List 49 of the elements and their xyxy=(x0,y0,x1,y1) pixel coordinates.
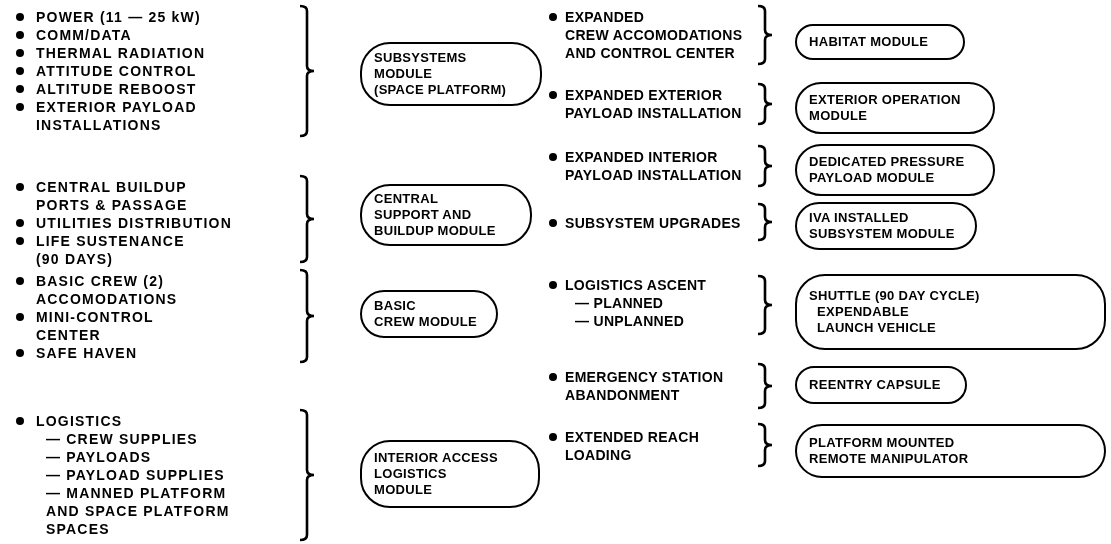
list-item: COMM/DATA xyxy=(36,26,132,44)
rounded-box xyxy=(360,184,532,246)
list-item: CENTRAL BUILDUP PORTS & PASSAGE xyxy=(36,178,188,214)
box-text: BASIC CREW MODULE xyxy=(374,298,478,330)
box-text: INTERIOR ACCESS LOGISTICS MODULE xyxy=(374,450,499,498)
rounded-box xyxy=(795,424,1106,478)
list-item: ATTITUDE CONTROL xyxy=(36,62,197,80)
list-item: POWER (11 — 25 kW) xyxy=(36,8,201,26)
rounded-box xyxy=(795,202,977,250)
rounded-box xyxy=(795,24,965,60)
box-text: PLATFORM MOUNTED REMOTE MANIPULATOR xyxy=(809,435,970,467)
list-item: BASIC CREW (2) ACCOMODATIONS xyxy=(36,272,178,308)
list-item: EXPANDED INTERIOR PAYLOAD INSTALLATION xyxy=(565,148,742,184)
list-item: LOGISTICS ASCENT xyxy=(565,276,707,294)
rounded-box xyxy=(360,290,498,338)
list-item: THERMAL RADIATION xyxy=(36,44,206,62)
list-item: EXPANDED CREW ACCOMODATIONS AND CONTROL CENTER xyxy=(565,8,743,62)
list-item: — MANNED PLATFORM AND SPACE PLATFORM SPACES xyxy=(46,484,230,538)
box-text: CENTRAL SUPPORT AND BUILDUP MODULE xyxy=(374,191,497,239)
box-text: SUBSYSTEMS MODULE (SPACE PLATFORM) xyxy=(374,50,508,98)
box-text: REENTRY CAPSULE xyxy=(809,377,942,393)
box-text: DEDICATED PRESSURE PAYLOAD MODULE xyxy=(809,154,966,186)
list-item: ALTITUDE REBOOST xyxy=(36,80,197,98)
rounded-box xyxy=(795,274,1106,350)
box-text: EXPENDABLE LAUNCH VEHICLE xyxy=(816,304,938,336)
rounded-box xyxy=(795,82,995,134)
list-item: EXTERIOR PAYLOAD INSTALLATIONS xyxy=(36,98,197,134)
rounded-box xyxy=(795,366,967,404)
list-item: — PAYLOAD SUPPLIES xyxy=(46,466,225,484)
list-item: — PLANNED xyxy=(575,294,664,312)
list-item: MINI-CONTROL CENTER xyxy=(36,308,154,344)
list-item: UTILITIES DISTRIBUTION xyxy=(36,214,232,232)
box-text: IVA INSTALLED SUBSYSTEM MODULE xyxy=(809,210,956,242)
list-item: EXTENDED REACH LOADING xyxy=(565,428,700,464)
list-item: LOGISTICS xyxy=(36,412,123,430)
rounded-box xyxy=(360,440,540,508)
box-text: SHUTTLE (90 DAY CYCLE) xyxy=(809,288,981,304)
list-item: LIFE SUSTENANCE (90 DAYS) xyxy=(36,232,185,268)
list-item: — UNPLANNED xyxy=(575,312,685,330)
list-item: EMERGENCY STATION ABANDONMENT xyxy=(565,368,724,404)
list-item: — PAYLOADS xyxy=(46,448,152,466)
list-item: EXPANDED EXTERIOR PAYLOAD INSTALLATION xyxy=(565,86,742,122)
list-item: — CREW SUPPLIES xyxy=(46,430,198,448)
box-text: HABITAT MODULE xyxy=(809,34,930,50)
list-item: SAFE HAVEN xyxy=(36,344,138,362)
rounded-box xyxy=(795,144,995,196)
list-item: SUBSYSTEM UPGRADES xyxy=(565,214,741,232)
box-text: EXTERIOR OPERATION MODULE xyxy=(809,92,962,124)
rounded-box xyxy=(360,42,542,106)
